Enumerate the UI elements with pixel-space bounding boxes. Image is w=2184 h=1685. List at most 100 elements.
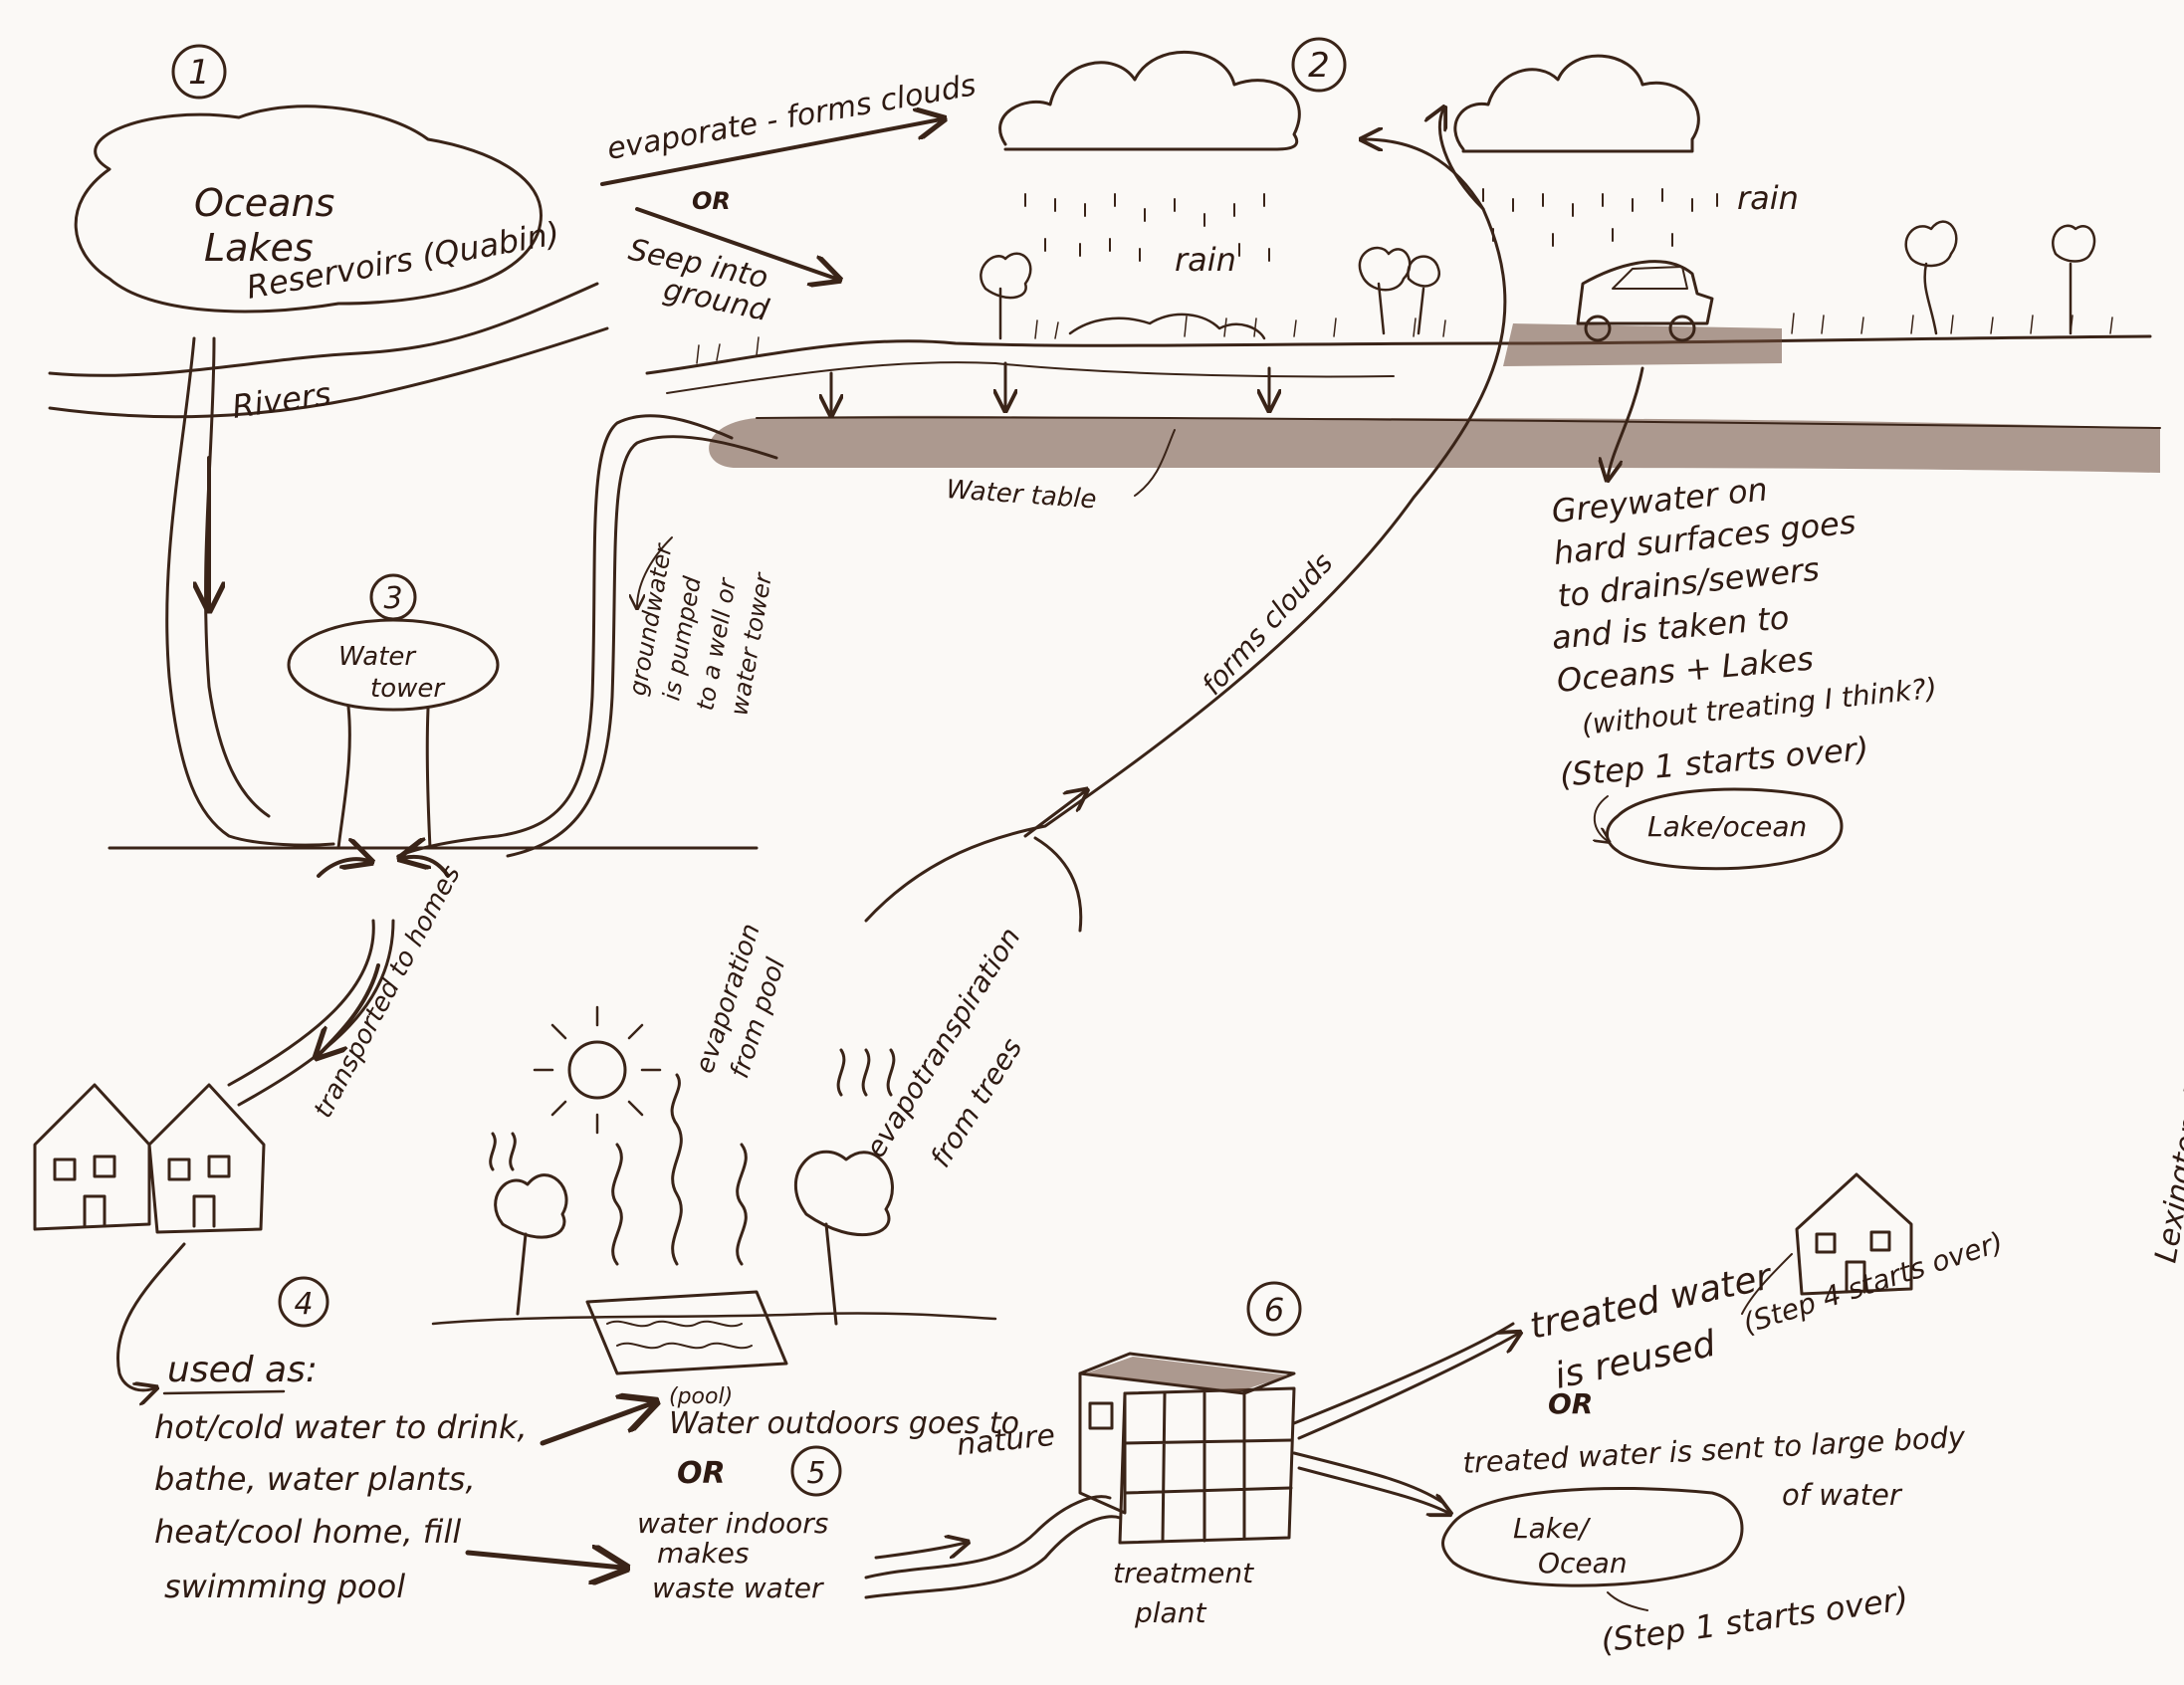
grass-marks [696,313,2113,364]
evapotranspiration-branch [1033,836,1083,933]
car-icon [1503,260,1782,366]
reuse-pipe [1292,1322,1515,1425]
indoors-label-3: waste water [652,1572,824,1604]
lake-pipe [1292,1451,1445,1505]
sun-icon [567,1040,627,1100]
rain-label-right: rain [1737,179,1799,217]
water-table-pointer [1134,429,1176,497]
step5-number: 5 [806,1456,825,1491]
use-line-3: heat/cool home, fill [154,1513,461,1551]
groundwater-pointer [637,536,673,607]
road-surface [1503,323,1782,366]
pool-water-waves [606,1320,753,1350]
houses-icon [33,1083,266,1234]
forms-clouds-label: forms clouds [1196,546,1340,702]
use-line-4: swimming pool [164,1568,405,1605]
pool-trees-icon [494,1150,894,1326]
step5-circle [790,1445,842,1497]
ground-second-line [666,361,1395,394]
greywater-lake-outline [1606,787,1844,871]
transport-pipe-2 [237,919,395,1107]
ground-trees-icon [980,220,2096,340]
stream-right [204,336,271,818]
sun-rays [533,1005,662,1135]
step2-number: 2 [1308,46,1330,86]
indoors-label-1: water indoors [637,1507,828,1540]
lake-ocean-outline [1441,1486,1744,1587]
step1-circle [171,44,227,100]
used-as-label: used as: [167,1350,318,1390]
use-line-1: hot/cold water to drink, [154,1408,528,1446]
seep-arrow [635,207,836,279]
greywater-lake-label: Lake/ocean [1647,810,1807,843]
step3-number: 3 [383,581,402,616]
top-arrows: evaporate - forms clouds OR Seep into gr… [600,68,979,328]
river-upper-bank [48,282,599,377]
transport-arrow [319,963,380,1055]
water-tower-tank-icon [287,618,500,712]
evaporate-arrow [600,119,941,186]
greywater-arrow [1608,366,1644,478]
treatment-plant-label-2: plant [1134,1596,1206,1629]
forms-clouds-path [864,139,1507,923]
lake-ocean-label-1: Lake/ [1513,1512,1591,1545]
step4-circle [278,1276,329,1328]
reuse-house-pointer [1741,1253,1793,1315]
transport-pipe-1 [227,919,375,1087]
rain-dashes-right [1482,188,1718,247]
use-line-2: bathe, water plants, [154,1460,476,1498]
pool-label: (pool) [669,1384,733,1409]
tower-label-2: tower [370,674,446,704]
seep-down-arrows [831,361,1269,413]
rain-dashes-left [1024,193,1270,262]
wastewater-pipe-1 [864,1495,1112,1580]
reuse-house-icon [1795,1172,1913,1296]
step1-group: 1 Oceans Lakes Reservoirs (Quabin) River… [48,44,609,847]
plant-roof-shade [1085,1357,1289,1391]
evaporation-wavy-lines [489,1048,896,1266]
restart-step4-label: (Step 4 starts over) [1739,1225,2007,1341]
treatment-plant-label-1: treatment [1113,1557,1254,1589]
cloud-left-icon [998,50,1301,151]
outdoors-label-1: Water outdoors goes to [669,1406,1019,1441]
reuse-arrow [1297,1334,1518,1440]
groundwater-pipe-outer [396,414,734,858]
step6-group: 6 treatment plant treated water is reuse… [1078,1172,2007,1660]
step5-group: Water outdoors goes to nature OR 5 water… [637,1406,1122,1604]
lake-ocean-pointer [1607,1591,1648,1611]
tower-input-arrow-right [403,857,450,878]
or-label-top: OR [692,187,731,215]
sent-label-2: of water [1782,1478,1903,1512]
sent-label-1: treated water is sent to large body [1462,1420,1967,1480]
step1-number: 1 [188,53,210,93]
lakes-label: Lakes [204,226,314,270]
oceans-blob-outline [74,105,543,314]
tower-label-1: Water [338,642,417,672]
step2-circle [1291,37,1347,93]
outdoors-arrow [540,1403,652,1446]
step6-number: 6 [1264,1291,1284,1329]
step4-number: 4 [294,1287,313,1322]
wastewater-arrow [874,1543,966,1560]
groundwater-pipe-inner [506,435,778,858]
forms-clouds-group: forms clouds [864,109,1507,933]
water-tower-stem [336,705,432,850]
cloud-right-icon [1453,54,1700,153]
pool-icon [585,1290,788,1375]
rivers-label: Rivers [230,374,333,425]
wastewater-pipe-2 [864,1515,1122,1599]
indoors-arrow [465,1553,622,1568]
step4-group: 4 used as: hot/cold water to drink, bath… [116,1242,652,1605]
water-table-band [709,415,2160,473]
lake-ocean-label-2: Ocean [1538,1547,1628,1580]
treated-reused-label-1: treated water [1526,1256,1777,1348]
stream-left [165,336,335,847]
water-table-label: Water table [946,475,1098,515]
pool-scene: evaporation from pool evapotranspiration… [431,920,1028,1409]
tower-input-arrow-left [317,859,368,878]
greywater-lake-pointer [1595,795,1608,841]
water-table-top-line [756,416,2161,429]
step6-circle [1246,1281,1302,1337]
lake-arrow [1297,1466,1448,1513]
